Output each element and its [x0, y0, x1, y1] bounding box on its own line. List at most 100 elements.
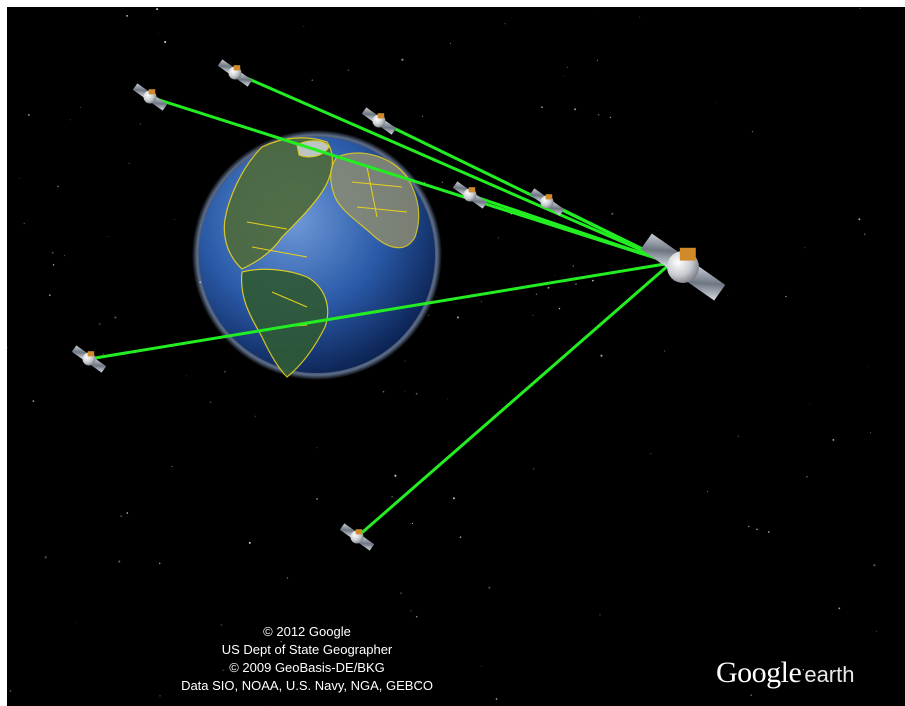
star — [427, 314, 429, 316]
star — [164, 40, 167, 44]
star — [566, 66, 569, 69]
star — [506, 403, 508, 404]
satellite-link-line — [356, 261, 672, 539]
star — [596, 59, 599, 62]
star — [868, 366, 869, 367]
satellite-link-line — [88, 261, 672, 361]
star — [57, 185, 59, 188]
star — [102, 353, 104, 355]
star — [480, 665, 482, 667]
star — [756, 528, 758, 531]
star — [859, 7, 861, 9]
star — [716, 102, 718, 103]
star — [394, 474, 397, 477]
star — [609, 116, 612, 119]
star — [98, 323, 101, 325]
star — [347, 69, 350, 71]
star — [171, 466, 173, 468]
satellite-link-line — [469, 193, 672, 265]
star — [873, 564, 876, 567]
star — [316, 447, 318, 449]
star — [639, 16, 641, 18]
south-america-landmass — [240, 268, 329, 378]
star — [541, 106, 543, 109]
star — [802, 668, 805, 671]
star — [48, 294, 51, 297]
star — [664, 350, 666, 352]
star — [9, 690, 12, 692]
star — [411, 522, 413, 525]
star — [280, 640, 283, 643]
attribution-line: © 2012 Google — [263, 624, 351, 639]
star — [18, 178, 20, 179]
star — [417, 681, 420, 685]
star — [248, 541, 251, 544]
star — [400, 592, 402, 594]
star — [611, 212, 614, 215]
star — [809, 403, 811, 405]
satellite-icon[interactable] — [71, 345, 107, 373]
star — [456, 316, 460, 319]
globe[interactable] — [192, 130, 442, 380]
star — [7, 346, 8, 349]
star — [246, 675, 247, 676]
attribution-line: Data SIO, NOAA, U.S. Navy, NGA, GEBCO — [181, 678, 433, 693]
star — [600, 354, 603, 357]
star — [751, 131, 754, 133]
star — [575, 283, 577, 286]
star — [421, 115, 424, 118]
star — [75, 622, 77, 624]
star — [737, 435, 740, 438]
star — [707, 490, 708, 492]
star — [311, 79, 314, 82]
star — [126, 512, 129, 514]
star — [32, 400, 35, 402]
star — [459, 536, 462, 538]
star — [450, 42, 452, 44]
star — [504, 23, 506, 25]
earth-scene[interactable] — [7, 7, 905, 706]
star — [271, 704, 272, 706]
satellite-icon[interactable] — [132, 83, 168, 111]
star — [748, 525, 750, 528]
star — [858, 218, 861, 221]
star — [532, 468, 535, 470]
satellite-links — [88, 71, 672, 539]
star — [785, 295, 787, 298]
star — [69, 119, 71, 121]
map-viewport[interactable]: © 2012 Google US Dept of State Geographe… — [7, 7, 905, 706]
star — [254, 415, 256, 417]
star — [158, 562, 161, 565]
star — [535, 293, 537, 295]
star — [532, 314, 534, 316]
star — [345, 650, 348, 653]
star — [495, 698, 498, 700]
star — [415, 392, 418, 395]
star — [44, 556, 47, 559]
satellite-icon[interactable] — [529, 188, 565, 216]
star-field — [7, 7, 877, 706]
star — [657, 230, 659, 231]
star — [597, 113, 600, 116]
star — [441, 181, 443, 183]
star — [563, 76, 564, 77]
star — [599, 614, 601, 616]
star — [832, 438, 835, 441]
satellite-icon[interactable] — [217, 59, 253, 87]
map-attribution: © 2012 Google US Dept of State Geographe… — [147, 623, 467, 695]
satellite-link-line — [149, 95, 672, 265]
star — [107, 236, 109, 237]
star — [158, 32, 159, 34]
star — [572, 265, 574, 267]
star — [591, 279, 594, 282]
logo-earth-text: earth — [804, 662, 855, 687]
star — [838, 607, 841, 610]
star — [118, 560, 121, 563]
star — [760, 673, 763, 675]
star — [558, 307, 561, 310]
star — [574, 108, 577, 111]
star — [159, 695, 161, 697]
star — [303, 25, 305, 27]
star — [120, 515, 123, 518]
